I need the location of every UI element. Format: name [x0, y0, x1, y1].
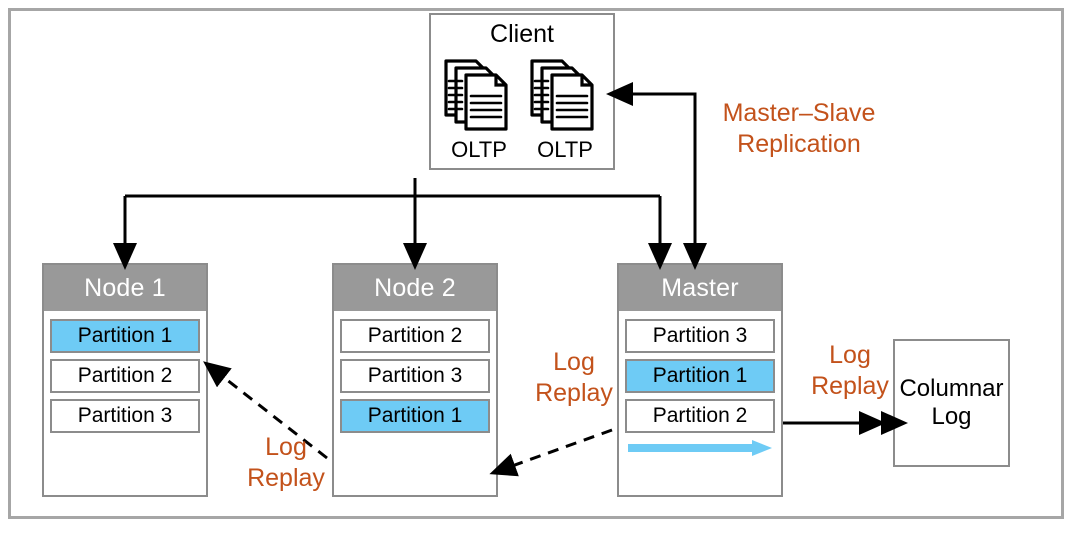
- columnar-log-box: Columnar Log: [893, 339, 1010, 467]
- columnar-log-text: Columnar Log: [899, 375, 1003, 430]
- partition-item[interactable]: Partition 2: [340, 319, 490, 353]
- partition-item[interactable]: Partition 1: [625, 359, 775, 393]
- blue-progress-arrow-icon: [628, 440, 772, 456]
- node-header-node-1: Node 1: [44, 265, 206, 311]
- client-title: Client: [490, 20, 554, 48]
- columnar-log-line2: Log: [931, 403, 972, 430]
- node-box-master: Master Partition 3 Partition 1 Partition…: [617, 263, 783, 497]
- node-partitions-master: Partition 3 Partition 1 Partition 2: [619, 311, 781, 463]
- node-header-master: Master: [619, 265, 781, 311]
- partition-item[interactable]: Partition 2: [625, 399, 775, 433]
- node-box-node-1: Node 1 Partition 1 Partition 2 Partition…: [42, 263, 208, 497]
- partition-item[interactable]: Partition 1: [340, 399, 490, 433]
- node-box-node-2: Node 2 Partition 2 Partition 3 Partition…: [332, 263, 498, 497]
- partition-item[interactable]: Partition 2: [50, 359, 200, 393]
- columnar-log-line1: Columnar: [899, 375, 1004, 403]
- node-partitions-node-2: Partition 2 Partition 3 Partition 1: [334, 311, 496, 445]
- client-box: Client: [429, 13, 615, 170]
- client-workloads: OLTP: [431, 55, 613, 161]
- node-header-node-2: Node 2: [334, 265, 496, 311]
- partition-item[interactable]: Partition 3: [625, 319, 775, 353]
- client-workload-label: OLTP: [451, 137, 507, 162]
- partition-item[interactable]: Partition 3: [340, 359, 490, 393]
- node-partitions-node-1: Partition 1 Partition 2 Partition 3: [44, 311, 206, 445]
- client-workload-item: OLTP: [442, 55, 516, 161]
- partition-item[interactable]: Partition 1: [50, 319, 200, 353]
- documents-stack-icon: [444, 59, 508, 131]
- client-workload-item: OLTP: [528, 55, 602, 161]
- partition-item[interactable]: Partition 3: [50, 399, 200, 433]
- documents-stack-icon: [530, 59, 594, 131]
- client-workload-label: OLTP: [537, 137, 593, 162]
